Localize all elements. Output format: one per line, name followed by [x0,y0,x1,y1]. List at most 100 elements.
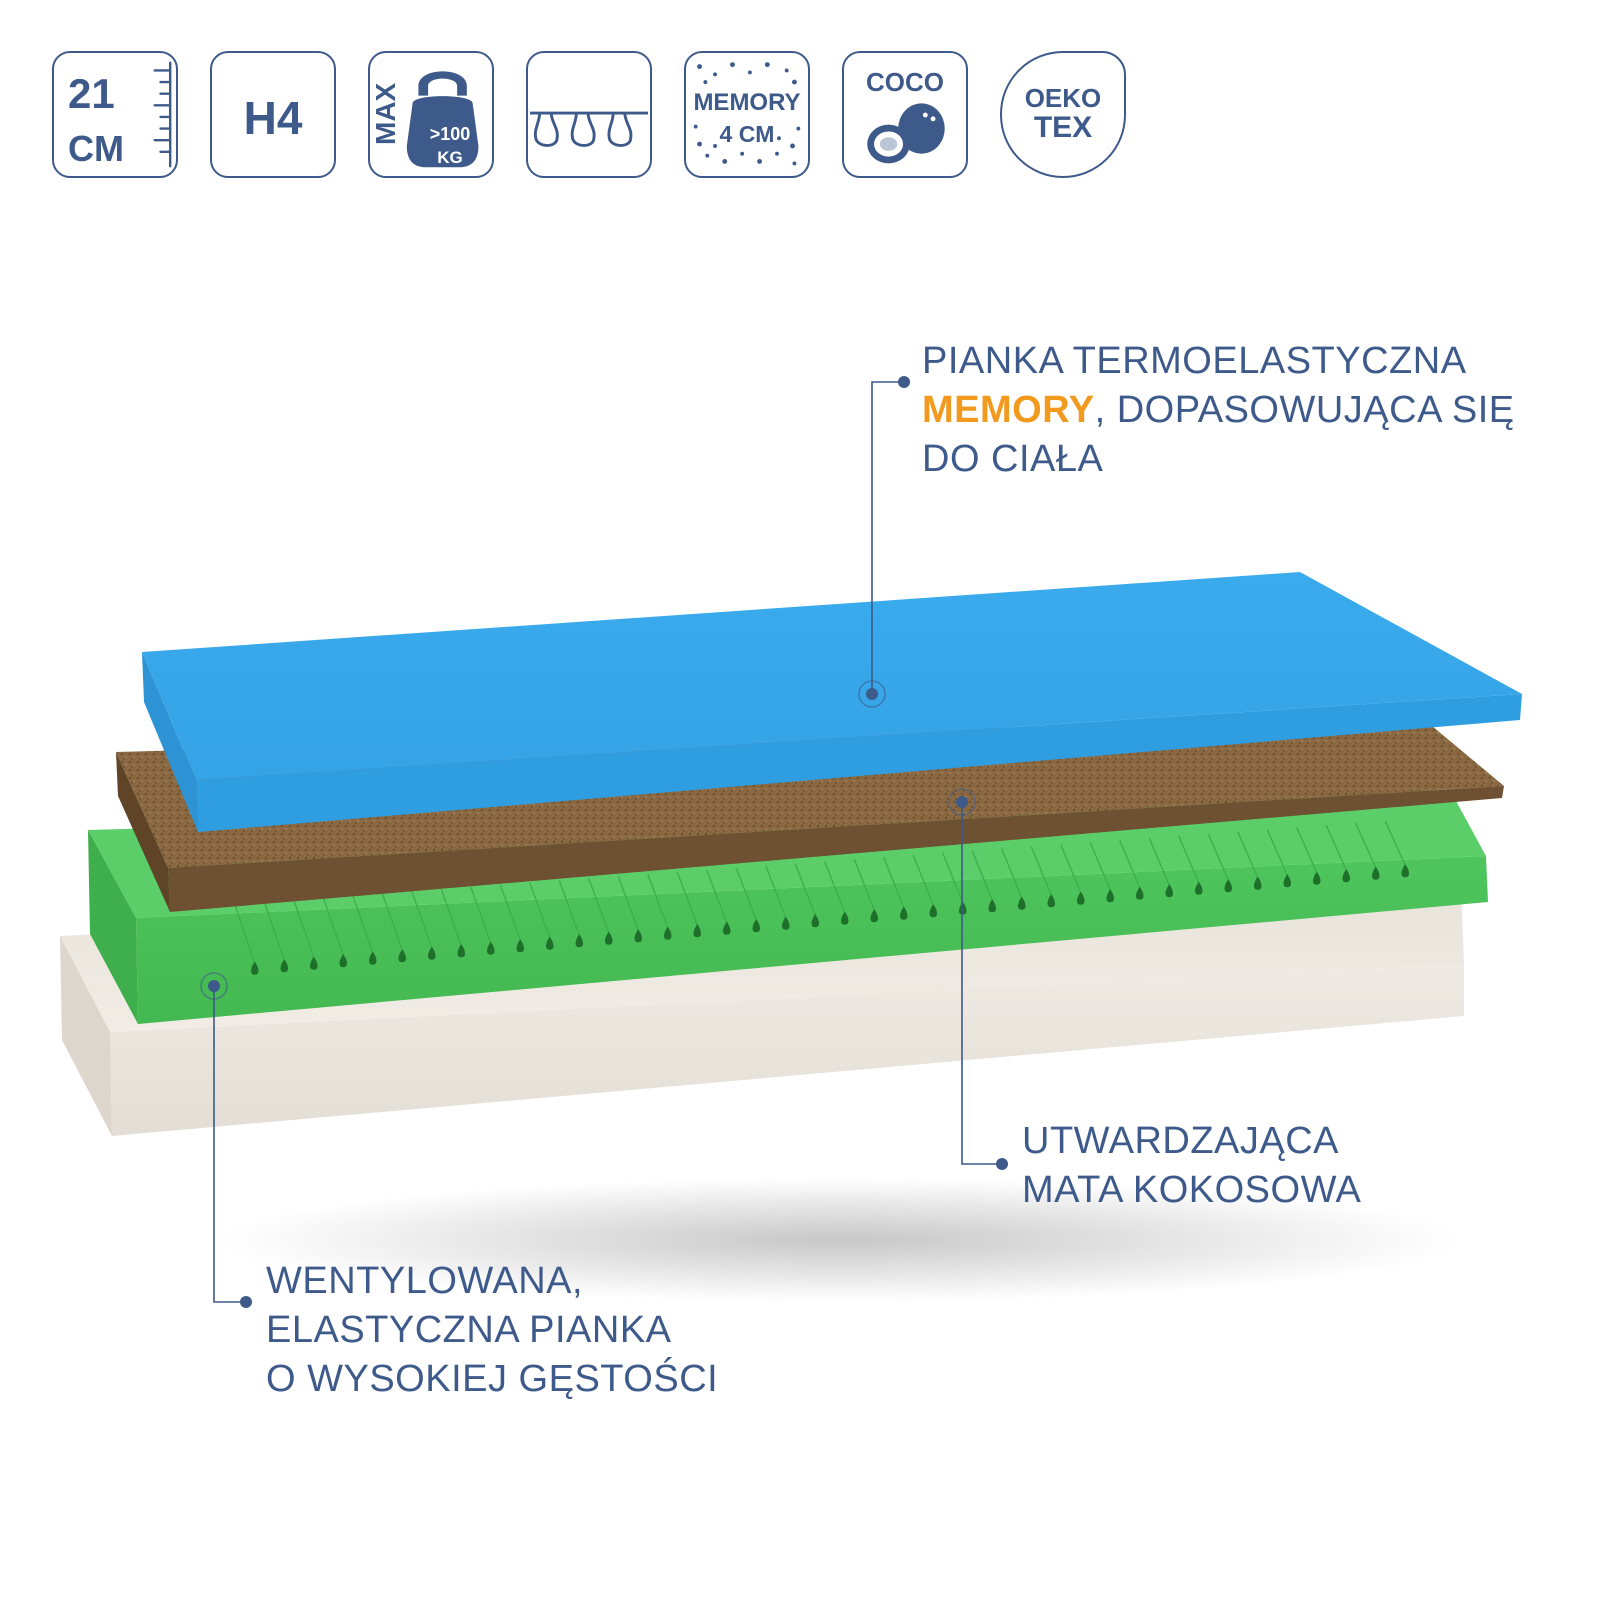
coco-badge: COCO [842,51,968,178]
coco-marker [948,788,976,816]
vent-groove-line [647,873,669,928]
vent-hole [1372,866,1380,880]
base-foam-end [60,936,112,1136]
green-label-dot [240,1296,252,1308]
pocket-springs-icon [529,111,649,147]
coconut-icon [867,103,945,164]
memory-callout-line3: DO CIAŁA [922,438,1104,480]
green-foam-end [88,830,138,1024]
green-foam-ventilation-channels [234,820,1409,975]
vent-groove-line [234,903,256,963]
vent-hole [1077,891,1085,905]
green-foam-front [136,856,1488,1024]
memory-foam-front [196,694,1522,832]
vent-hole [1136,886,1144,900]
height-badge: 21 CM [52,51,178,178]
vent-hole [1018,896,1026,910]
vent-groove-line [971,850,993,901]
vent-hole [634,929,642,943]
memory-badge: MEMORY 4 CM [684,51,810,178]
vent-hole [457,944,465,958]
coco-callout-line1: UTWARDZAJĄCA [1022,1120,1340,1162]
vent-groove-line [1030,846,1052,896]
vent-groove-line [1178,835,1200,884]
vent-groove-line [1384,820,1406,866]
vent-hole [546,936,554,950]
oeko-line2: TEX [1033,111,1093,144]
vent-hole [487,941,495,955]
firmness-value: H4 [243,92,303,144]
firmness-badge: H4 [210,51,336,178]
vent-hole [723,921,731,935]
vent-groove-line [1119,839,1141,889]
vent-hole [605,931,613,945]
vent-hole [1254,876,1262,890]
base-foam-side [110,964,1464,1136]
springs-badge [526,51,652,178]
memory-callout-line1: PIANKA TERMOELASTYCZNA [922,340,1467,382]
memory-leader-line [871,381,904,694]
vent-groove-line [588,878,610,933]
green-marker [200,972,228,1000]
vent-hole [782,916,790,930]
foam-dots-icon [693,62,801,166]
coconut-mat-front [168,786,1504,912]
vent-groove-line [912,854,934,906]
vent-hole [251,961,259,975]
vent-hole [1401,864,1409,878]
vent-groove-line [1266,829,1288,876]
ruler-scale-icon [153,61,172,168]
memory-highlight: MEMORY [922,389,1095,431]
vent-groove-line [1355,822,1377,869]
floor-shadow [220,1178,1460,1302]
memory-foam-end [142,652,198,832]
vent-hole [1106,889,1114,903]
vent-groove-line [263,901,285,961]
vent-hole [900,906,908,920]
vent-hole [693,924,701,938]
memory-title: MEMORY [693,89,801,116]
vent-groove-line [293,899,315,958]
memory-marker [858,680,886,708]
vent-hole [339,954,347,968]
coconut-mat-end [116,752,170,912]
oeko-line1: OEKO [1024,83,1102,113]
green-leader-line [213,986,246,1303]
vent-groove-line [1207,833,1229,881]
vent-hole [428,946,436,960]
vent-groove-line [1237,831,1259,879]
vent-groove-line [1089,842,1111,891]
vent-hole [280,959,288,973]
green-callout-line1: WENTYLOWANA, [266,1260,584,1302]
memory-label-dot [898,376,910,388]
vent-groove-line [794,863,816,916]
vent-hole [664,926,672,940]
vent-hole [1047,894,1055,908]
vent-hole [988,899,996,913]
vent-hole [516,939,524,953]
vent-hole [398,949,406,963]
vent-groove-line [824,861,846,914]
height-unit: CM [68,128,124,169]
vent-groove-line [735,867,757,921]
coconut-mat-callout: UTWARDZAJĄCA MATA KOKOSOWA [1022,1117,1361,1215]
vent-hole [1165,884,1173,898]
coco-callout-line2: MATA KOKOSOWA [1022,1169,1362,1211]
vent-hole [870,909,878,923]
vent-groove-line [853,859,875,911]
vent-hole [752,919,760,933]
vent-groove-line [1296,827,1318,874]
memory-foam-top [142,572,1522,780]
coco-leader-line [961,802,1002,1165]
vent-hole [1342,869,1350,883]
vent-hole [1313,871,1321,885]
max-load-unit: KG [437,148,463,167]
vent-groove-line [617,876,639,931]
vent-groove-line [352,895,374,953]
vent-groove-line [942,852,964,904]
vent-groove-line [706,869,728,923]
vent-hole [310,956,318,970]
vent-groove-line [765,865,787,919]
vent-groove-line [883,856,905,909]
